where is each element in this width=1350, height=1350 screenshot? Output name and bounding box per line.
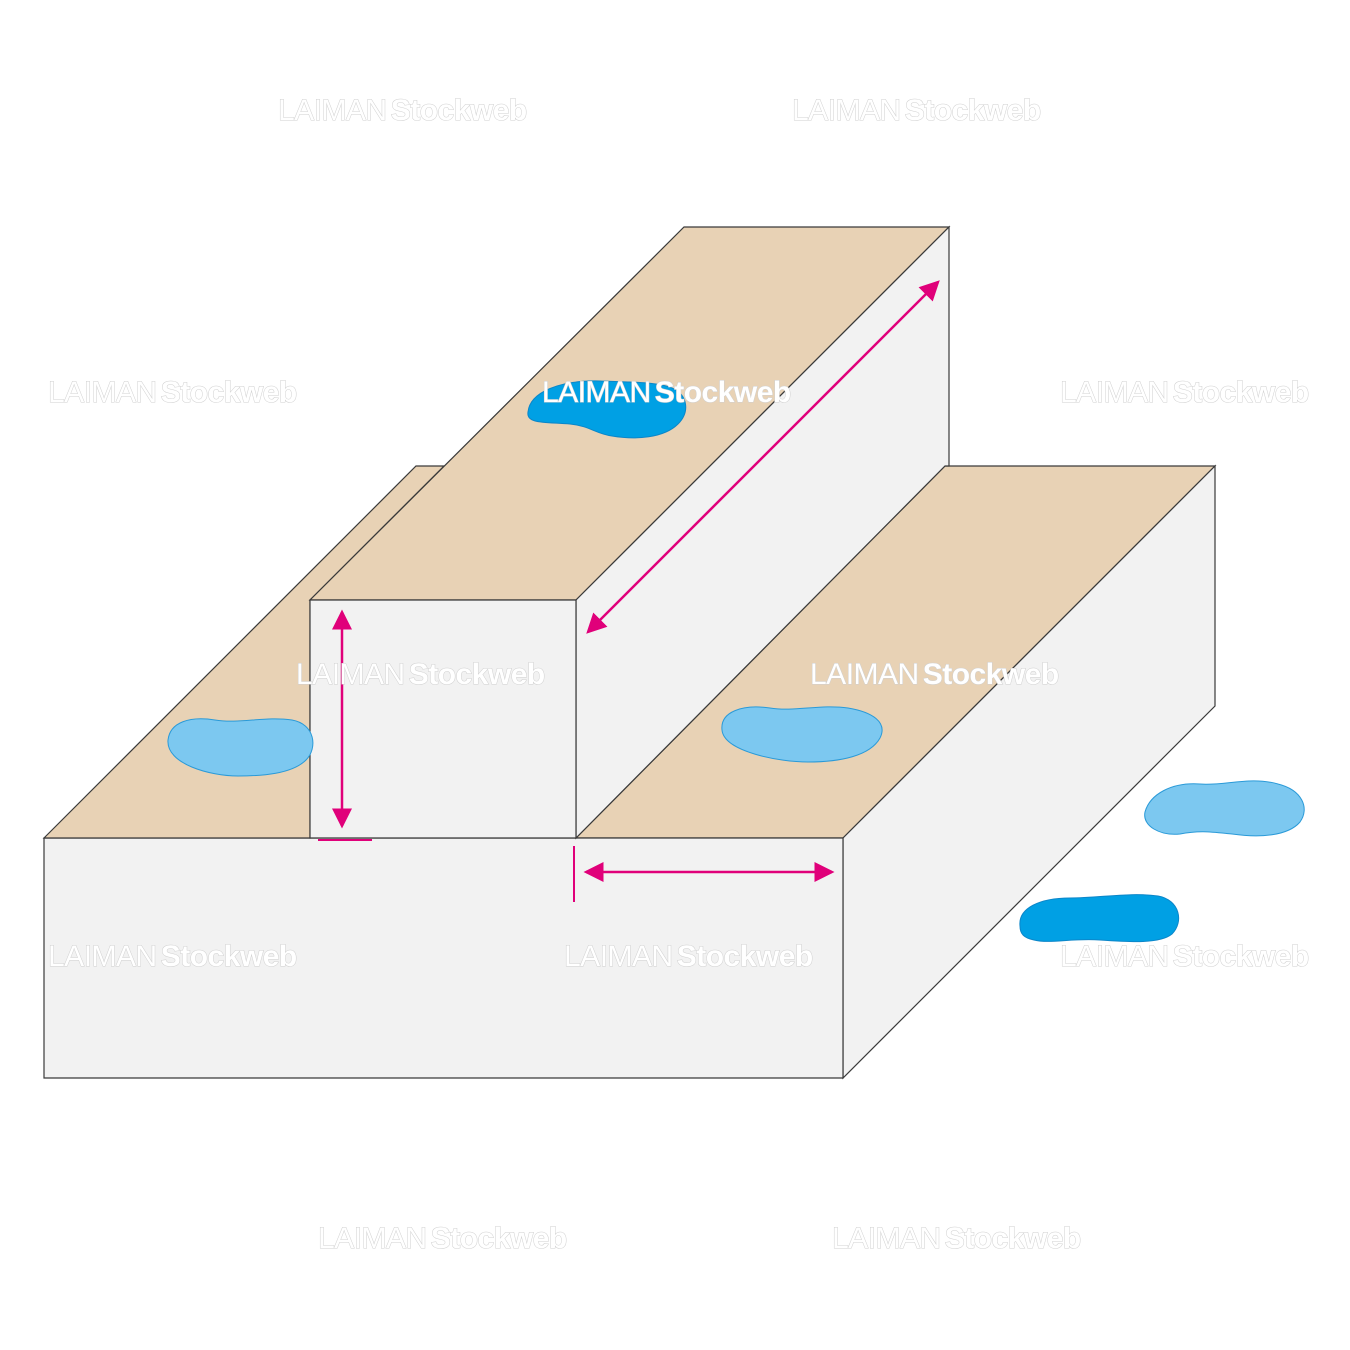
watermark-brand: LAIMAN [564,940,673,973]
watermark-suffix: Stockweb [161,940,297,973]
watermark-brand: LAIMAN [832,1222,941,1255]
watermark-suffix: Stockweb [431,1222,567,1255]
watermark-brand: LAIMAN [1060,376,1169,409]
watermark-brand: LAIMAN [810,658,919,691]
watermark-brand: LAIMAN [48,940,157,973]
watermark-brand: LAIMAN [542,376,651,409]
watermark-brand: LAIMAN [278,94,387,127]
upper-step-riser [309,599,577,839]
watermark-suffix: Stockweb [391,94,527,127]
watermark-suffix: Stockweb [923,658,1059,691]
watermark-brand: LAIMAN [296,658,405,691]
watermark-suffix: Stockweb [677,940,813,973]
watermark-suffix: Stockweb [161,376,297,409]
footprints [167,380,1305,943]
footprint-icon [721,706,883,763]
footprint-icon [1019,894,1180,943]
footprint-icon [1144,780,1305,837]
tread-depth-arrow [586,280,940,634]
footprint-icon [167,718,314,777]
watermark-suffix: Stockweb [409,658,545,691]
watermark-brand: LAIMAN [48,376,157,409]
watermark-brand: LAIMAN [1060,940,1169,973]
watermark-suffix: Stockweb [1173,376,1309,409]
watermark-suffix: Stockweb [655,376,791,409]
watermark-suffix: Stockweb [905,94,1041,127]
dimension-markers [318,280,940,902]
watermark-brand: LAIMAN [792,94,901,127]
watermark-suffix: Stockweb [945,1222,1081,1255]
watermark-suffix: Stockweb [1173,940,1309,973]
watermark-brand: LAIMAN [318,1222,427,1255]
